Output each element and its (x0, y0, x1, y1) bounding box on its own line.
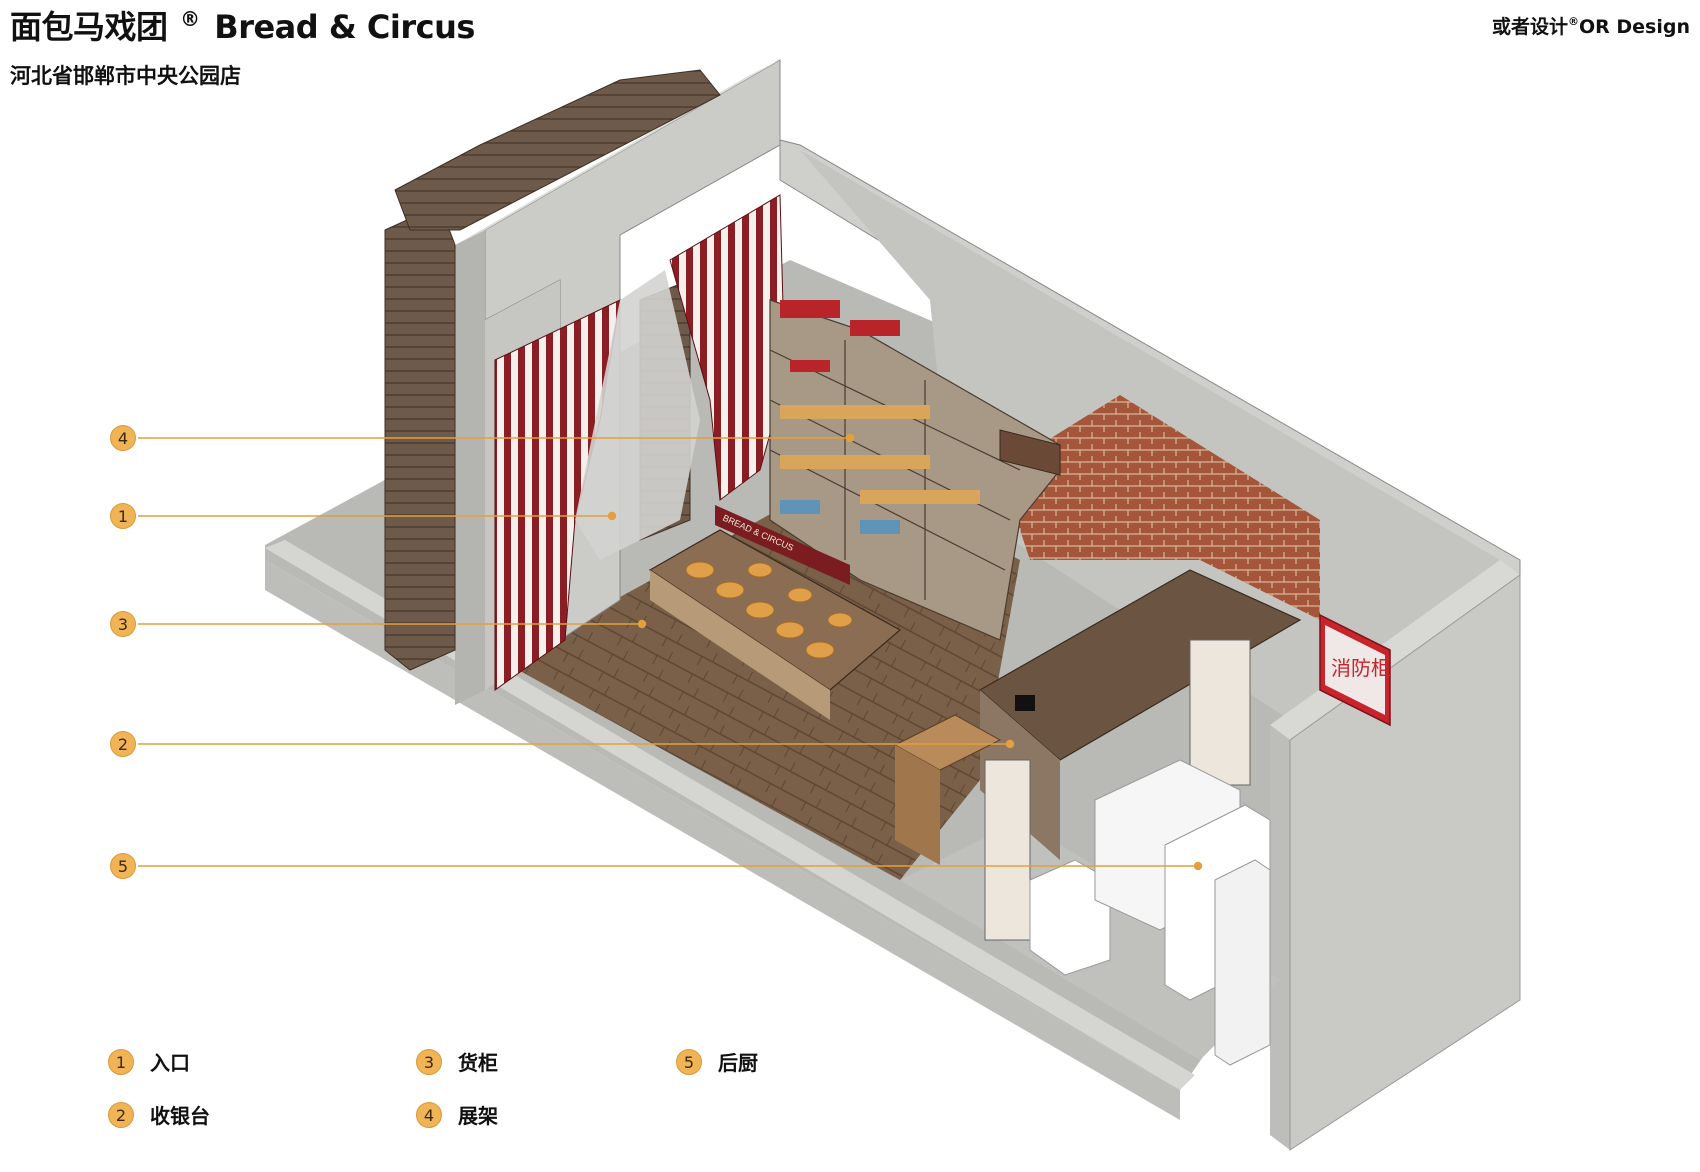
callout-number-4: 4 (110, 425, 136, 451)
front-wall (265, 560, 1180, 1120)
brick-wall (1000, 395, 1320, 620)
legend-item-counter: 3 货柜 (416, 1047, 498, 1076)
legend-number: 3 (416, 1048, 442, 1075)
crate-stack-top (394, 69, 721, 231)
gate-wall-front (484, 59, 781, 641)
shelf-products-red (780, 300, 900, 372)
callout-number-1: 1 (110, 503, 136, 529)
legend-item-cashier: 2 收银台 (108, 1100, 210, 1129)
gate-wall-side (455, 230, 485, 705)
bakery-rack-1 (984, 759, 1031, 941)
brand-en: OR Design (1578, 16, 1690, 38)
leader-1-dot (607, 511, 617, 521)
leader-5-dot (1193, 861, 1203, 871)
legend-number: 5 (676, 1048, 702, 1075)
legend-label: 收银台 (150, 1104, 210, 1128)
legend-number: 1 (108, 1048, 134, 1075)
legend-item-display-rack: 4 展架 (416, 1100, 498, 1129)
pos-terminal (1015, 695, 1035, 711)
bread-loaves (685, 561, 853, 659)
shelf-products-blue (780, 500, 900, 534)
legend-number: 2 (108, 1101, 134, 1128)
leader-2-dot (1005, 739, 1015, 749)
bakery-rack-2 (1189, 639, 1251, 786)
legend-label: 后厨 (718, 1051, 758, 1075)
registered-mark: ® (180, 7, 200, 31)
right-wall (1270, 725, 1290, 1150)
callout-number-2: 2 (110, 731, 136, 757)
title-en: Bread & Circus (214, 8, 475, 46)
tall-fridge (1214, 859, 1271, 1066)
bread-tray-table-legs (895, 745, 940, 865)
page-subtitle: 河北省邯郸市中央公园店 (10, 64, 241, 88)
leader-4-dot (845, 433, 855, 443)
entrance-opening (575, 270, 700, 560)
shelf-products-bread (780, 405, 980, 504)
curtain-right (669, 194, 786, 501)
display-counter-front (650, 570, 830, 720)
counter-sign-board (715, 505, 850, 585)
brand-registered-mark: ® (1567, 15, 1579, 28)
designer-brand: 或者设计®OR Design (1492, 12, 1690, 39)
cashier-counter (978, 569, 1302, 761)
callout-leaders (138, 433, 1203, 871)
fire-cabinet-inner (1325, 625, 1385, 715)
page-title: 面包马戏团 ® Bread & Circus (10, 2, 475, 48)
right-wall-outer (1289, 574, 1521, 1151)
leader-3-dot (637, 619, 647, 629)
callout-number-3: 3 (110, 611, 136, 637)
legend-label: 货柜 (458, 1051, 498, 1075)
legend-label: 入口 (150, 1051, 190, 1075)
legend-item-entrance: 1 入口 (108, 1047, 190, 1076)
brand-cn: 或者设计 (1491, 16, 1568, 38)
title-cn: 面包马戏团 (10, 8, 168, 46)
fire-cabinet-label: 消防柜 (1331, 656, 1391, 680)
legend-label: 展架 (458, 1104, 498, 1128)
fridge-1 (1029, 859, 1111, 976)
legend-item-kitchen: 5 后厨 (676, 1047, 758, 1076)
speaker-box (999, 429, 1061, 476)
callout-number-5: 5 (110, 853, 136, 879)
legend-number: 4 (416, 1101, 442, 1128)
